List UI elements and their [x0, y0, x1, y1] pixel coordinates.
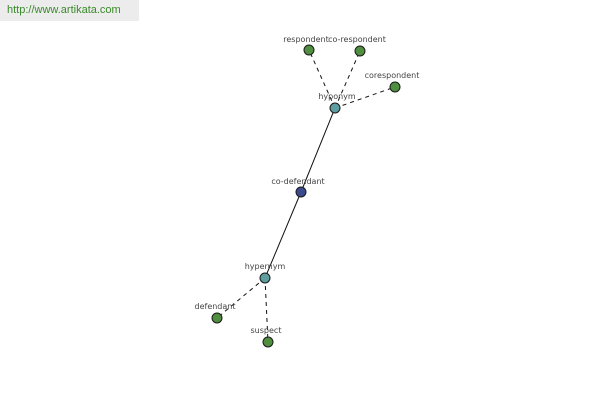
- node-label-suspect[interactable]: suspect: [251, 326, 282, 335]
- edge-hypernym-suspect: [264, 277, 269, 343]
- node-hyponym[interactable]: [329, 102, 341, 114]
- edge-hyponym-corespondent: [334, 86, 396, 109]
- node-label-respondent[interactable]: respondent: [283, 35, 328, 44]
- node-suspect[interactable]: [262, 336, 274, 348]
- graph-edges: [216, 49, 396, 343]
- site-url-link[interactable]: http://www.artikata.com: [7, 4, 121, 16]
- node-defendant[interactable]: [211, 312, 223, 324]
- node-label-center[interactable]: co-defendant: [271, 177, 324, 186]
- edge-hypernym-defendant: [216, 277, 266, 319]
- edge-center-hypernym: [264, 191, 302, 279]
- node-label-defendant[interactable]: defendant: [195, 302, 236, 311]
- node-label-hyponym[interactable]: hyponym: [318, 92, 356, 101]
- edge-center-hyponym: [300, 107, 336, 193]
- node-co-respondent[interactable]: [354, 45, 366, 57]
- node-label-hypernym[interactable]: hypernym: [245, 262, 286, 271]
- url-bar: http://www.artikata.com: [0, 0, 139, 21]
- node-respondent[interactable]: [303, 44, 315, 56]
- edge-hyponym-co-respondent: [334, 50, 361, 109]
- node-center[interactable]: [295, 186, 307, 198]
- node-label-co-respondent[interactable]: co-respondent: [328, 35, 386, 44]
- node-hypernym[interactable]: [259, 272, 271, 284]
- edge-hyponym-respondent: [308, 49, 336, 109]
- node-corespondent[interactable]: [389, 81, 401, 93]
- graph-nodes: [211, 44, 401, 348]
- node-label-corespondent[interactable]: corespondent: [365, 71, 420, 80]
